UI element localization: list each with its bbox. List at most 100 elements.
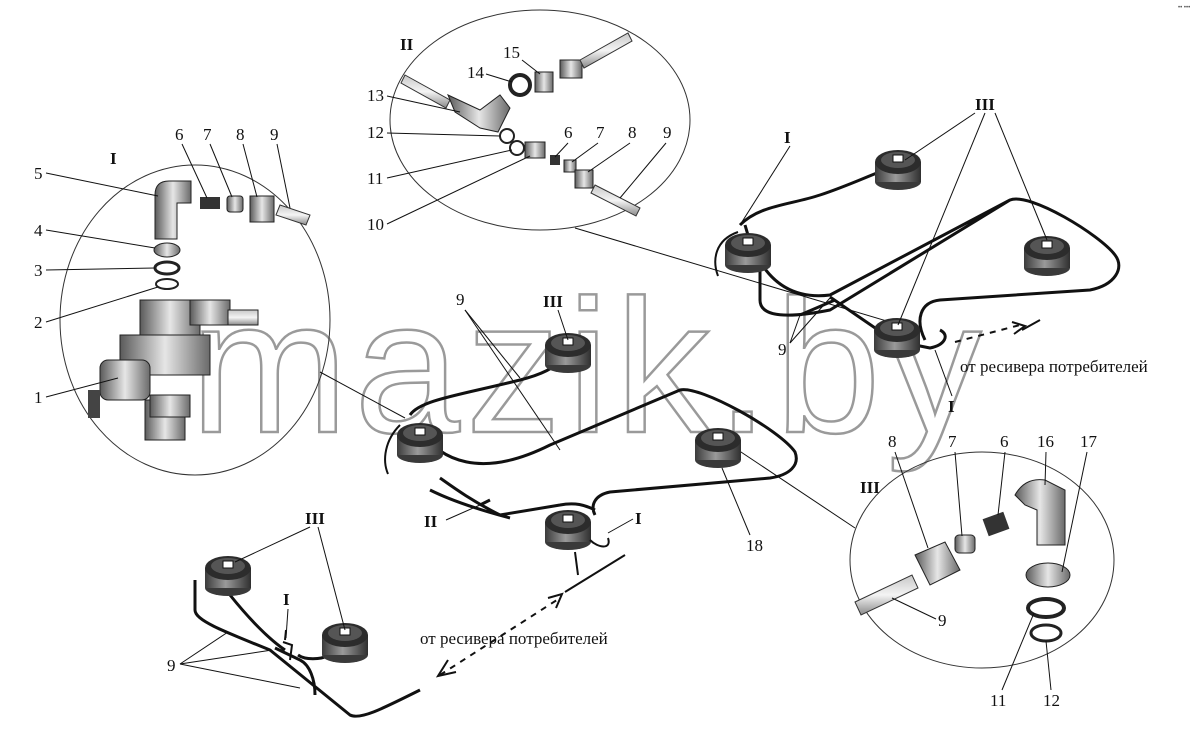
label-10: 10 — [367, 215, 384, 234]
brake-chamber-c-4 — [544, 509, 592, 551]
pipe-feed-bottom — [564, 554, 626, 593]
callout-top-I-low: I — [948, 397, 955, 416]
arrow-bottom-start — [435, 659, 457, 678]
label-8-III: 8 — [888, 432, 897, 451]
callout-center-III: III — [543, 292, 563, 311]
elbow-fitting — [154, 180, 192, 240]
pipe-loop-bottom — [193, 580, 421, 718]
brake-chamber-c-3 — [694, 427, 742, 469]
label-12: 12 — [367, 123, 384, 142]
brake-chamber-bl-1 — [204, 555, 252, 597]
insert-III — [982, 511, 1010, 537]
callout-top-9: 9 — [778, 340, 787, 359]
detail-III-leader — [719, 437, 856, 529]
label-3: 3 — [34, 261, 43, 280]
label-5: 5 — [34, 164, 43, 183]
label-9-II: 9 — [663, 123, 672, 142]
detail-II: II 15 14 13 12 11 10 6 — [367, 9, 691, 234]
ring-III — [1029, 623, 1063, 643]
callout-center-II: II — [424, 512, 438, 531]
pipe-lower-right — [590, 184, 641, 217]
tee-fitting — [447, 94, 511, 133]
sleeve-7 — [563, 159, 577, 173]
label-11-III: 11 — [990, 691, 1006, 710]
detail-III-labels: 8 7 6 16 17 9 11 12 — [888, 432, 1098, 710]
label-2: 2 — [34, 313, 43, 332]
label-9: 9 — [270, 125, 279, 144]
lock-nut — [153, 242, 181, 258]
hose-tr — [714, 231, 739, 277]
detail-III-outline — [849, 451, 1115, 669]
caption-receiver-bottom: от ресивера потребителей — [420, 629, 608, 648]
union-nut-III — [914, 541, 961, 586]
callout-top-I: I — [784, 128, 791, 147]
label-8-II: 8 — [628, 123, 637, 142]
sleeve-III — [954, 534, 976, 554]
system-bottom-left: III I 9 от ресивера потребителей — [167, 509, 626, 718]
label-7-II: 7 — [596, 123, 605, 142]
pipe-feed-top — [1021, 319, 1041, 331]
callout-bottom-9: 9 — [167, 656, 176, 675]
label-15: 15 — [503, 43, 520, 62]
sleeve — [226, 195, 244, 213]
pipe-segment — [275, 204, 311, 226]
nut-8 — [574, 169, 594, 189]
label-6-III: 6 — [1000, 432, 1009, 451]
washer-14 — [508, 73, 532, 97]
ring-11 — [509, 140, 525, 156]
label-1: 1 — [34, 388, 43, 407]
arrow-top — [1011, 321, 1028, 335]
brake-chamber-c-2 — [396, 422, 444, 464]
detail-I-labels: 1 2 3 4 5 6 7 8 9 — [34, 125, 291, 407]
label-17: 17 — [1080, 432, 1098, 451]
detail-I: I 1 2 3 4 — [34, 125, 331, 476]
label-13: 13 — [367, 86, 384, 105]
brake-chamber-tr-3 — [1023, 235, 1071, 277]
label-6-II: 6 — [564, 123, 573, 142]
label-8: 8 — [236, 125, 245, 144]
union-nut — [249, 195, 275, 223]
system-top-right: I III 9 I от ресивера потребителей — [714, 95, 1148, 416]
detail-III: III 8 7 6 16 17 9 11 12 — [849, 432, 1115, 710]
detail-II-labels: 15 14 13 12 11 10 6 7 8 9 — [367, 43, 672, 234]
detail-I-outline — [59, 164, 331, 476]
hose-center-low — [574, 537, 610, 576]
washer-III — [1026, 597, 1066, 619]
pipe-left — [400, 74, 451, 109]
adapter — [559, 59, 583, 79]
label-16: 16 — [1037, 432, 1054, 451]
callout-bottom-I: I — [283, 590, 290, 609]
nut-15 — [534, 71, 554, 93]
label-4: 4 — [34, 221, 43, 240]
label-12-III: 12 — [1043, 691, 1060, 710]
callout-bottom-III: III — [305, 509, 325, 528]
washer — [153, 260, 181, 276]
seal-ring — [155, 278, 179, 290]
caption-receiver-top: от ресивера потребителей — [960, 357, 1148, 376]
callout-center-I: I — [635, 509, 642, 528]
nut-III — [1025, 562, 1071, 588]
detail-III-title: III — [860, 478, 880, 497]
label-6: 6 — [175, 125, 184, 144]
label-11: 11 — [367, 169, 383, 188]
callout-center-18: 18 — [746, 536, 763, 555]
hose-bottom — [282, 629, 294, 661]
pipe-upper-right — [579, 32, 633, 69]
detail-I-title: I — [110, 149, 117, 168]
label-7-III: 7 — [948, 432, 957, 451]
label-14: 14 — [467, 63, 485, 82]
arrow-bottom-end — [547, 592, 564, 609]
label-7: 7 — [203, 125, 212, 144]
detail-II-title: II — [400, 35, 414, 54]
pipe-loop-center — [408, 359, 798, 520]
hose-center — [384, 424, 401, 475]
system-center: III 9 II I 18 — [384, 290, 798, 576]
label-9-III: 9 — [938, 611, 947, 630]
ring-12 — [499, 128, 515, 144]
detail-II-outline — [389, 9, 691, 231]
insert — [200, 197, 220, 209]
pipe-III — [854, 574, 919, 616]
elbow-III — [1014, 479, 1066, 546]
callout-top-III: III — [975, 95, 995, 114]
